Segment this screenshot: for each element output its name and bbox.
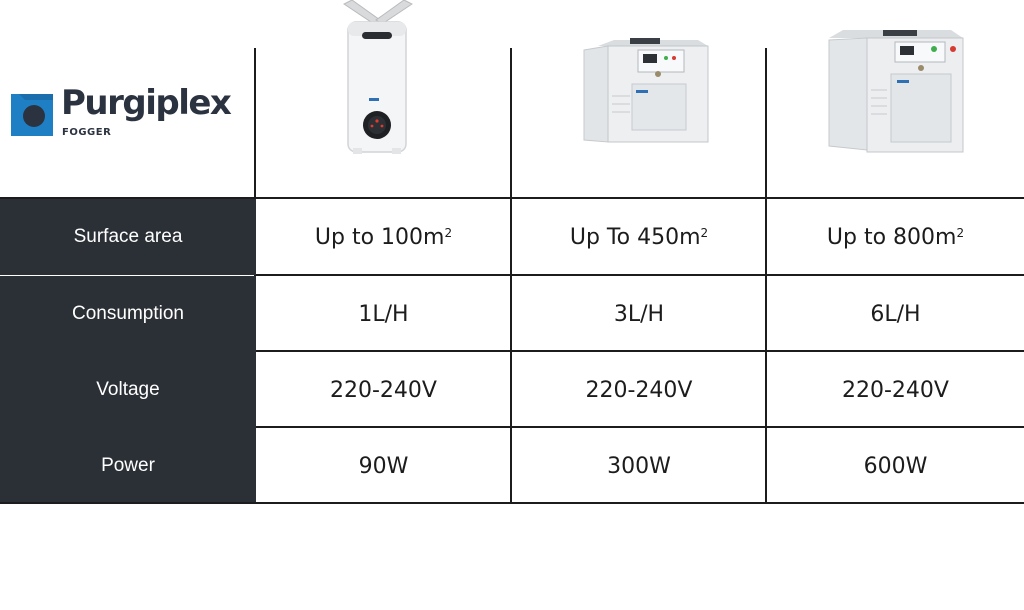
brand-tagline: FOGGER (62, 127, 112, 138)
spec-value: 90W (358, 453, 409, 479)
spec-label: Voltage (0, 352, 256, 428)
row-divider (256, 426, 1024, 428)
row-divider (0, 197, 1024, 199)
spec-value: 300W (607, 453, 671, 479)
industrial-fogger-machine-icon (583, 38, 709, 143)
row-divider (256, 350, 1024, 352)
ultrasonic-tower-fogger-icon (343, 0, 413, 154)
brand-name: Purgiplex (61, 83, 232, 123)
large-industrial-fogger-machine-icon (828, 30, 964, 153)
spec-value: 220-240V (842, 377, 949, 403)
product-image-2 (512, 0, 766, 198)
purgiplex-logo-mark-icon (11, 94, 53, 136)
column-divider (510, 48, 512, 504)
spec-label: Consumption (0, 276, 256, 352)
spec-value: 3L/H (613, 301, 665, 327)
spec-row-power: Power 90W 300W 600W (0, 428, 1024, 504)
spec-label: Power (0, 428, 256, 504)
spec-row-voltage: Voltage 220-240V 220-240V 220-240V (0, 352, 1024, 428)
row-divider (256, 274, 1024, 276)
spec-value: 6L/H (870, 301, 921, 327)
column-divider (765, 48, 767, 504)
brand-logo: Purgiplex FOGGER (0, 0, 255, 198)
spec-value: 1L/H (358, 301, 409, 327)
spec-value: 220-240V (330, 377, 437, 403)
spec-row-consumption: Consumption 1L/H 3L/H 6L/H (0, 276, 1024, 352)
product-image-3 (767, 0, 1024, 198)
spec-value: 220-240V (585, 377, 693, 403)
spec-value: 600W (863, 453, 928, 479)
table-bottom-border (0, 502, 1024, 504)
product-image-1 (256, 0, 511, 198)
spec-label: Surface area (0, 199, 256, 275)
